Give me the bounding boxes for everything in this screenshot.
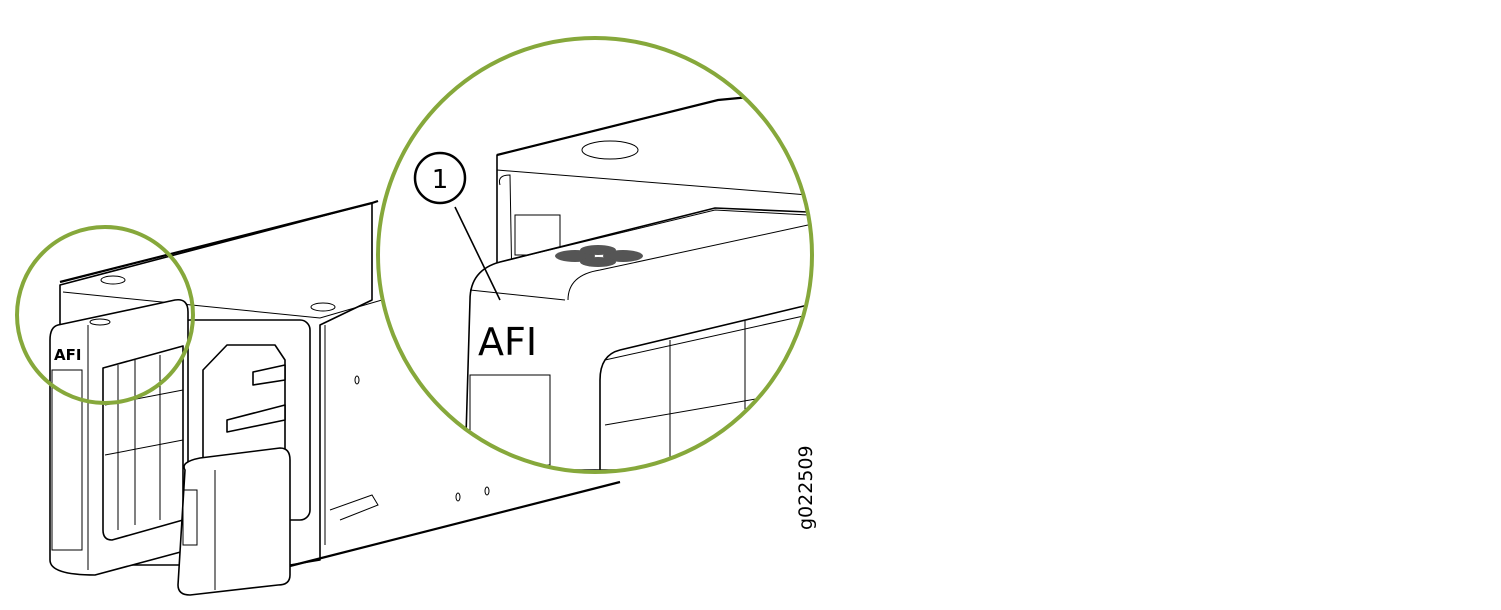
zoomed-detail: AFI 1: [413, 95, 812, 471]
power-supply-handle: [49, 298, 291, 596]
zoom-circle: [376, 36, 814, 474]
afi-label-zoomed: AFI: [478, 320, 537, 364]
afi-label-small: AFI: [54, 346, 81, 364]
vent-grid: [104, 355, 184, 530]
callout-leader-line: [454, 206, 501, 301]
figure-id-label: g022509: [795, 445, 817, 530]
detail-highlight-circle: [15, 225, 195, 405]
fan-icon: [555, 245, 643, 267]
callout-circle: [413, 151, 467, 205]
callout-number: 1: [432, 165, 449, 195]
